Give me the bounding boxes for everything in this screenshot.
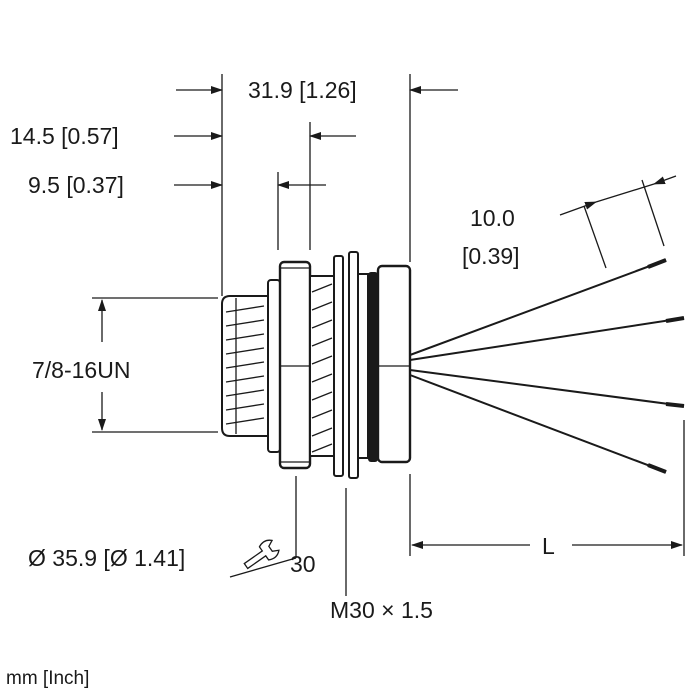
thread-spec-label: 7/8-16UN [32, 357, 130, 383]
strip-length-in-label: [0.39] [462, 243, 520, 269]
washer-1 [333, 255, 344, 477]
wrench-size-label: 30 [290, 551, 316, 577]
housing-thread [309, 275, 335, 457]
washer-2 [348, 251, 359, 479]
dim-thread-spec: 7/8-16UN [32, 299, 130, 431]
lead-3 [409, 369, 685, 407]
cable-length-label: L [542, 533, 555, 559]
strip-length-mm-label: 10.0 [470, 205, 515, 231]
front-flange [267, 279, 281, 453]
dim-strip-length: 10.0 [0.39] [462, 175, 677, 269]
hex-nut [278, 260, 312, 470]
extension-lines [92, 74, 685, 596]
lead-1 [409, 259, 667, 356]
spacer [357, 273, 369, 459]
connector-body [221, 251, 412, 479]
lead-2 [409, 317, 685, 361]
wrench-icon [243, 539, 280, 570]
dim-overall-length: 31.9 [1.26] [176, 77, 458, 103]
dim-cable-length: L [411, 533, 683, 559]
thread-offset-label: 9.5 [0.37] [28, 172, 124, 198]
panel-thread-label: M30 × 1.5 [330, 597, 433, 623]
o-ring [368, 272, 378, 462]
dim-thread-offset: 9.5 [0.37] [28, 172, 326, 198]
dim-hex-across: Ø 35.9 [Ø 1.41] 30 [28, 539, 316, 578]
dim-hex-offset: 14.5 [0.57] [10, 123, 356, 149]
units-note: mm [Inch] [6, 668, 89, 689]
overall-length-label: 31.9 [1.26] [248, 77, 357, 103]
lead-4 [409, 374, 667, 473]
hex-offset-label: 14.5 [0.57] [10, 123, 119, 149]
cable-leads [409, 258, 685, 474]
rear-body [376, 264, 412, 464]
front-thread [221, 295, 269, 437]
hex-across-label: Ø 35.9 [Ø 1.41] [28, 545, 185, 571]
